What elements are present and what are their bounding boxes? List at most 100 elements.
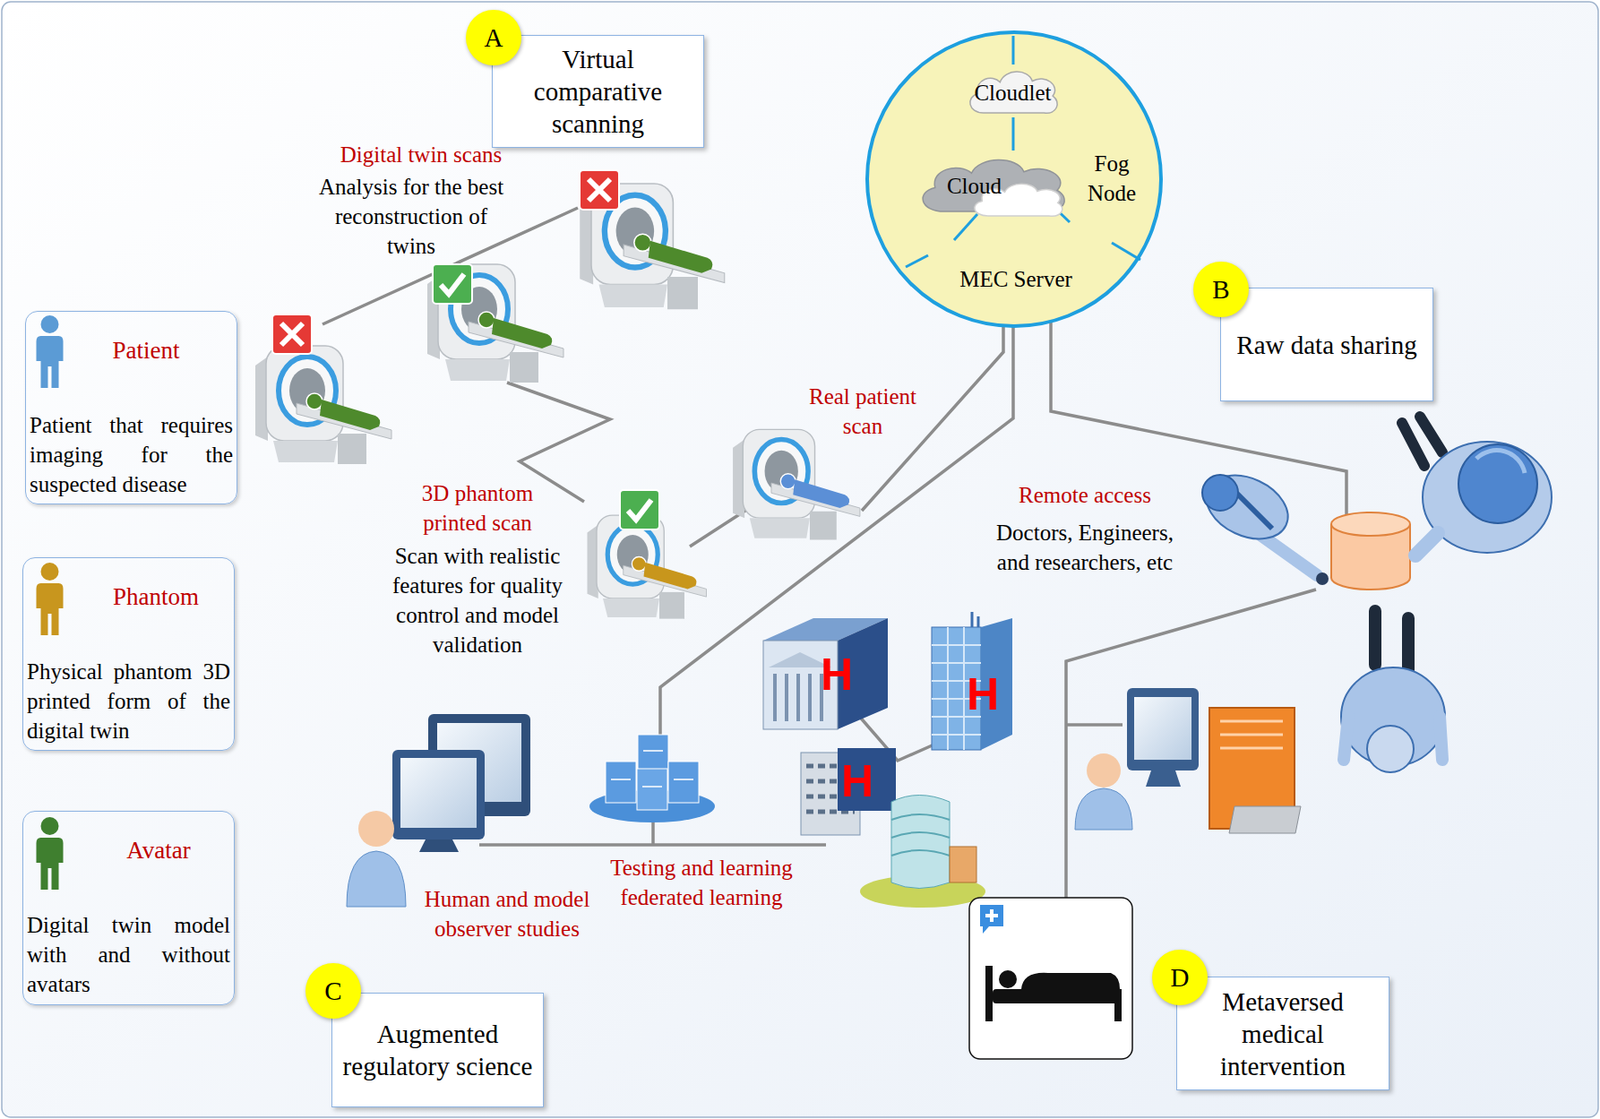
observer-workstation <box>358 810 395 847</box>
legend-box: PhantomPhysical phantom 3D printed form … <box>22 557 235 751</box>
scan-note: Analysis for the best reconstruction of … <box>312 172 510 261</box>
node-title: Avatar <box>90 835 227 866</box>
section-title-box: Raw data sharing <box>1220 287 1434 402</box>
person-top-view <box>1458 444 1538 524</box>
computer-workstation <box>1220 721 1283 749</box>
node-title: D <box>1170 963 1190 993</box>
reject-mark <box>588 179 611 201</box>
patient-bed-icon <box>1114 989 1122 1022</box>
network-wires <box>322 207 1347 898</box>
scan-caption: 3D phantom printed scan <box>387 478 568 538</box>
reject-mark <box>281 323 303 345</box>
accept-mark <box>619 490 660 530</box>
computer-workstation <box>1229 806 1301 834</box>
node-title: Cloudlet <box>973 79 1051 107</box>
server-cluster <box>637 734 669 771</box>
computer-workstation <box>1075 688 1301 834</box>
person-top-view <box>1476 450 1525 474</box>
hospital-mark: H <box>955 670 1010 720</box>
node-title: Metaversed medical intervention <box>1180 985 1385 1083</box>
person-top-view <box>1415 533 1438 556</box>
hospital-mark: H <box>830 756 885 807</box>
hospital-building <box>891 814 950 856</box>
patient-bed-icon <box>980 904 1004 934</box>
patient-bed-icon <box>985 965 993 1022</box>
node-title: Augmented regulatory science <box>335 1017 540 1083</box>
hospital-building <box>774 673 822 722</box>
person-top-view <box>1202 474 1239 511</box>
legend-box: AvatarDigital twin model with and withou… <box>22 810 235 1006</box>
scan-caption: Real patient scan <box>800 381 926 441</box>
patient-bed-icon <box>1021 972 1120 990</box>
node-title: Raw data sharing <box>1224 328 1429 362</box>
accept-mark <box>627 499 652 520</box>
person-top-view <box>1316 572 1329 585</box>
node-body: MEC Server <box>948 264 1084 294</box>
circle-spokes <box>1012 117 1016 151</box>
cloud-outline <box>970 71 1058 113</box>
person-top-view <box>1375 610 1409 671</box>
database-cylinder <box>1331 512 1411 536</box>
observer-workstation <box>392 749 485 840</box>
node-title: A <box>484 23 504 53</box>
node-title: Virtual comparative scanning <box>496 43 700 140</box>
reject-mark <box>272 170 620 354</box>
section-title-box: Augmented regulatory science <box>331 992 544 1108</box>
cloudlet-shape: Cloudlet <box>963 66 1062 120</box>
legend-icons <box>36 562 64 636</box>
section-title-box: Virtual comparative scanning <box>491 34 705 148</box>
computer-workstation <box>1086 753 1121 788</box>
server-cluster <box>636 768 668 810</box>
scanner <box>255 345 392 465</box>
hospital-building <box>949 846 977 883</box>
cloud-shape: Cloud <box>912 153 1072 220</box>
callout-circle: B <box>1193 261 1249 318</box>
network-wires <box>1066 589 1317 898</box>
hospital-building <box>972 611 979 628</box>
hospital-building <box>891 795 950 889</box>
server-cluster <box>610 750 694 787</box>
computer-workstation <box>1075 788 1133 830</box>
section-title-box: Metaversed medical intervention <box>1176 976 1390 1091</box>
accept-mark <box>440 274 465 294</box>
observer-workstation <box>346 713 531 907</box>
observer-workstation <box>419 839 459 852</box>
circle-spokes <box>1012 35 1016 65</box>
database-cylinder <box>1331 512 1411 590</box>
scanner <box>732 429 861 540</box>
accept-mark <box>432 264 473 304</box>
legend-icons <box>36 817 64 890</box>
patient-bed-icon <box>985 909 998 922</box>
network-wires <box>651 821 655 845</box>
patient-bed-icon <box>998 970 1017 989</box>
callout-circle: C <box>305 963 362 1019</box>
scan-note: Scan with realistic features for quality… <box>378 541 577 660</box>
network-wires <box>861 326 1004 511</box>
circle-spokes <box>1111 242 1141 260</box>
node-body: Digital twin model with and without avat… <box>26 910 231 999</box>
access-caption: Remote access <box>999 480 1170 510</box>
node-body: Patient that requires imaging for the su… <box>29 410 233 499</box>
node-title: Patient <box>62 335 230 366</box>
patient-bed-icon <box>969 897 1133 1059</box>
computer-workstation <box>1145 770 1181 787</box>
node-title: Phantom <box>85 582 227 612</box>
reject-mark <box>272 314 312 354</box>
legend-icons <box>36 315 64 890</box>
person-top-view <box>1236 492 1273 529</box>
person-top-view <box>1367 725 1414 773</box>
computer-workstation <box>1134 696 1192 760</box>
scanner <box>427 264 564 383</box>
edge-circle-fill <box>867 32 1162 327</box>
server-cluster <box>605 761 637 803</box>
edge-computing-circle: Fog NodeMEC ServerCloudletCloud <box>865 30 1163 328</box>
scan-caption: Digital twin scans <box>318 139 525 170</box>
legend-icons <box>36 315 64 388</box>
patient-bed-icon <box>969 897 1133 1059</box>
circle-spokes <box>954 214 978 241</box>
patient-bed-icon <box>992 989 1120 1004</box>
node-title: Cloud <box>946 172 1002 200</box>
reject-mark <box>579 170 620 210</box>
callout-circle: A <box>465 9 522 66</box>
